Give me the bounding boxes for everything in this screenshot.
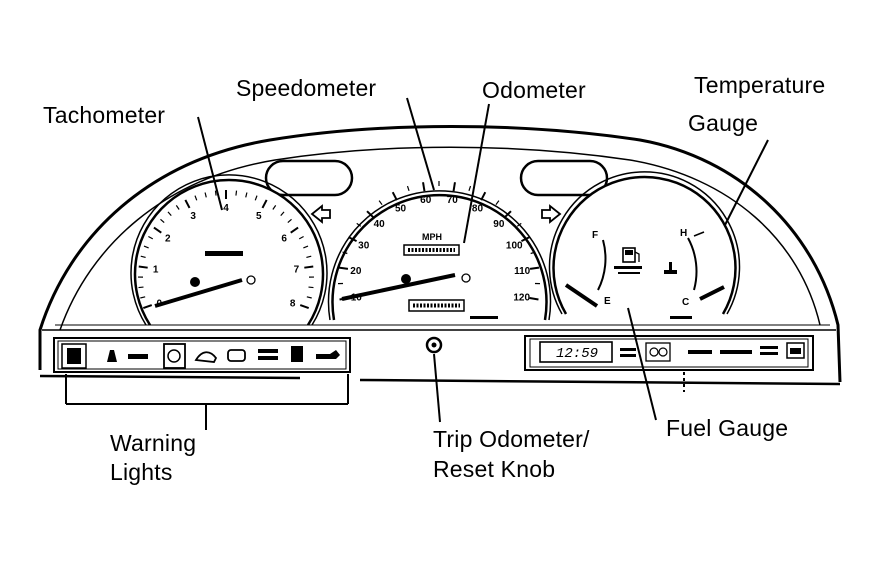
cluster-bottom-rim xyxy=(40,376,840,384)
speedometer-tick-mark xyxy=(339,268,348,269)
speedometer-tick-mark xyxy=(423,182,424,191)
speedometer-tick-mark xyxy=(407,186,409,191)
temperature-gauge-label-line2: Gauge xyxy=(688,110,758,137)
speedometer-tick-label: 20 xyxy=(350,266,362,277)
temperature-gauge-callout xyxy=(725,140,768,225)
tachometer-tick-mark xyxy=(236,191,237,196)
speedometer-tick-label: 100 xyxy=(506,241,523,252)
tachometer-tick-mark xyxy=(139,267,148,268)
tachometer-tick-label: 1 xyxy=(153,265,159,276)
speedometer-tick-mark xyxy=(379,201,382,205)
left-turn-arrow-icon xyxy=(312,206,330,222)
fuel-gauge-label: Fuel Gauge xyxy=(666,415,788,442)
speedometer-unit: MPH xyxy=(422,232,442,242)
warning-lights-label-line2: Lights xyxy=(110,459,173,486)
upper-left-window xyxy=(266,161,352,195)
speedometer-tick-label: 60 xyxy=(420,195,432,206)
odometer-label: Odometer xyxy=(482,77,586,104)
speedometer-tick-label: 90 xyxy=(493,219,505,230)
tachometer-tick-label: 8 xyxy=(290,298,296,309)
temperature-hot-mark: H xyxy=(680,228,687,239)
speedometer-tick-mark xyxy=(393,192,397,200)
warning-lights-panel xyxy=(54,338,350,372)
temperature-gauge-label-line1: Temperature xyxy=(694,72,825,99)
tachometer-tick-mark xyxy=(304,267,313,268)
speedometer-tick-label: 70 xyxy=(447,195,459,206)
info-display-panel: 12:59 xyxy=(525,336,813,370)
speedometer-tick-mark xyxy=(454,182,455,191)
speedometer-tick-label: 40 xyxy=(374,219,386,230)
trip-odometer-label-line2: Reset Knob xyxy=(433,456,555,483)
fuel-full-mark: F xyxy=(592,230,598,241)
tachometer-brand-plate xyxy=(205,251,243,256)
speedometer-hub xyxy=(401,274,411,284)
right-turn-arrow-icon xyxy=(542,206,560,222)
warning-lights-label-line1: Warning xyxy=(110,430,196,457)
tachometer-label: Tachometer xyxy=(43,102,165,129)
speedometer-tick-label: 120 xyxy=(513,293,530,304)
fuel-temperature-gauge: F E H C xyxy=(550,172,740,314)
tachometer-tick-mark xyxy=(139,287,144,288)
temperature-cold-mark: C xyxy=(682,297,689,308)
tachometer-tick-label: 5 xyxy=(256,211,262,222)
check-engine-warning-icon xyxy=(128,354,148,359)
speedometer-tick-mark xyxy=(530,268,539,269)
speedometer-tick-label: 30 xyxy=(358,241,370,252)
tachometer-tick-label: 6 xyxy=(281,233,287,244)
speedometer-callout xyxy=(407,98,434,190)
speedometer-tick-label: 50 xyxy=(395,203,407,214)
speedometer-tick-mark xyxy=(469,186,471,191)
trip-reset-knob xyxy=(427,338,441,352)
trip-odometer-callout xyxy=(434,354,440,422)
tachometer-tick-label: 2 xyxy=(165,233,171,244)
fuel-empty-mark: E xyxy=(604,296,611,307)
warning-lights-bracket xyxy=(66,374,348,430)
tachometer-tick-label: 3 xyxy=(190,211,196,222)
tachometer-tick-label: 7 xyxy=(294,265,300,276)
clock-time: 12:59 xyxy=(556,346,598,362)
tachometer-hub xyxy=(190,277,200,287)
speedometer-tick-mark xyxy=(496,201,499,205)
speedometer-tick-label: 110 xyxy=(514,266,531,277)
speedometer-tick-label: 80 xyxy=(472,203,484,214)
fuel-warning-icon xyxy=(291,346,303,362)
tachometer-tick-mark xyxy=(215,191,216,196)
tachometer-tick-label: 4 xyxy=(223,203,229,214)
speedometer-label: Speedometer xyxy=(236,75,376,102)
trip-odometer-label-line1: Trip Odometer/ xyxy=(433,426,590,453)
tachometer-gauge: 012345678 xyxy=(131,175,327,325)
upper-right-window xyxy=(521,161,607,195)
tachometer-tick-mark xyxy=(309,287,314,288)
